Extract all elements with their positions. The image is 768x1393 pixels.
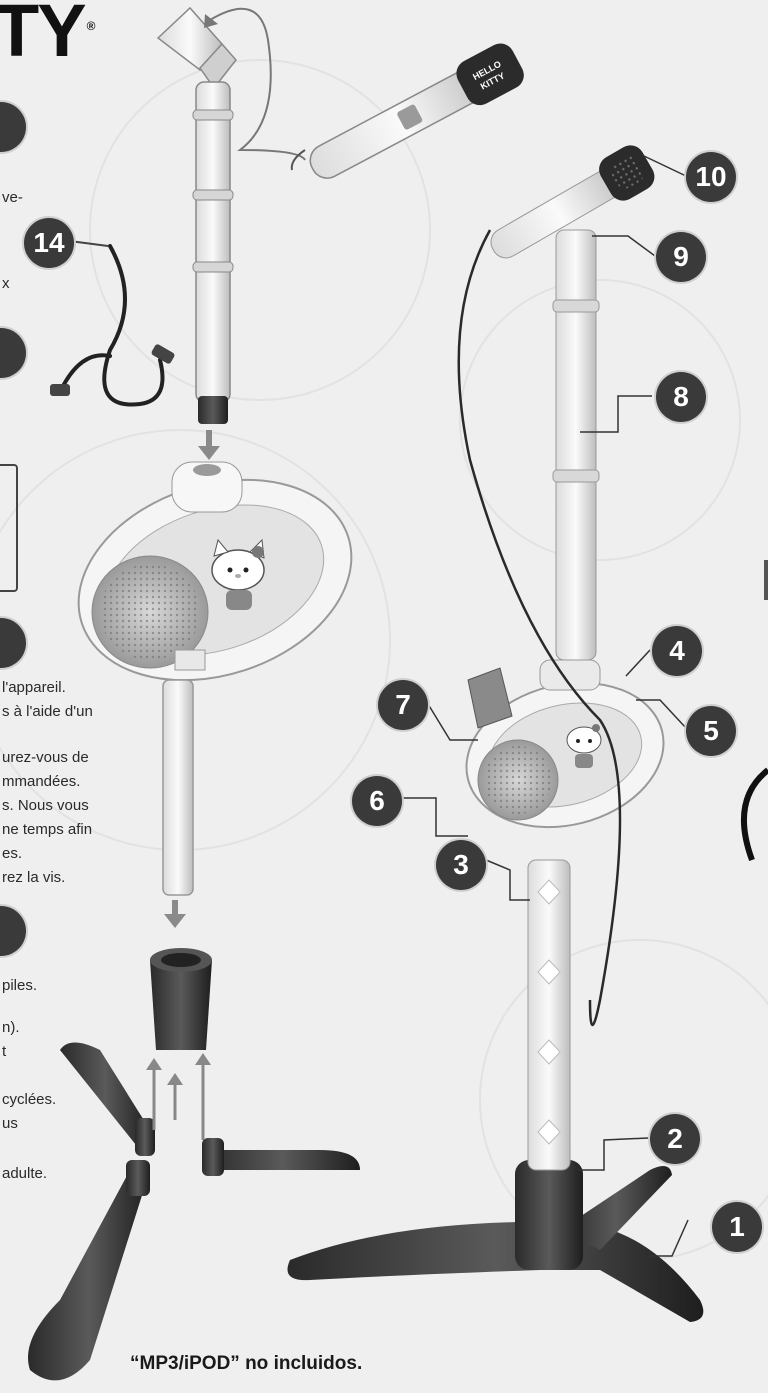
text-fragment: us — [2, 1115, 18, 1132]
part-1-badge: 1 — [712, 1202, 762, 1252]
part-6-badge: 6 — [352, 776, 402, 826]
stand-pole-icon — [192, 81, 234, 424]
text-fragment: n). — [2, 1019, 20, 1036]
part-8-badge: 8 — [656, 372, 706, 422]
instruction-box — [0, 464, 18, 592]
text-fragment: es. — [2, 845, 23, 862]
microphone-clip-icon — [156, 6, 237, 90]
part-10-badge: 10 — [686, 152, 736, 202]
text-fragment: rez la vis. — [2, 869, 66, 886]
audio-cable-icon — [50, 244, 175, 407]
stand-pole-icon — [162, 679, 194, 896]
text-fragment: ne temps afin — [2, 821, 93, 838]
text-fragment: s. Nous vous — [2, 797, 89, 814]
hello-kitty-icon — [211, 538, 265, 610]
text-fragment: cyclées. — [2, 1091, 57, 1108]
part-7-badge: 7 — [378, 680, 428, 730]
part-9-badge: 9 — [656, 232, 706, 282]
brand-logo: TY® — [0, 0, 95, 72]
part-2-badge: 2 — [650, 1114, 700, 1164]
callout-lines — [400, 155, 689, 1257]
text-fragment: urez-vous de — [2, 749, 89, 766]
part-5-badge: 5 — [686, 706, 736, 756]
text-fragment: mmandées. — [2, 773, 81, 790]
part-3-badge: 3 — [436, 840, 486, 890]
text-fragment: l'appareil. — [2, 679, 66, 696]
arrow-icon — [152, 1065, 205, 1140]
text-fragment: s à l'aide d'un — [2, 703, 93, 720]
text-fragment: adulte. — [2, 1165, 48, 1182]
part-14-badge: 14 — [24, 218, 74, 268]
part-4-badge: 4 — [652, 626, 702, 676]
caption: “MP3/iPOD” no incluidos. — [130, 1353, 363, 1374]
microphone-icon: HELLO KITTY — [309, 43, 524, 179]
text-fragment: t — [2, 1043, 7, 1060]
assembled-stand-icon — [287, 145, 704, 1322]
arrow-icon — [209, 7, 306, 161]
arrow-icon — [164, 430, 220, 928]
tripod-base-icon — [28, 948, 360, 1381]
text-fragment: x — [2, 275, 10, 292]
text-fragment: piles. — [2, 977, 38, 994]
text-fragment: ve- — [2, 189, 23, 206]
